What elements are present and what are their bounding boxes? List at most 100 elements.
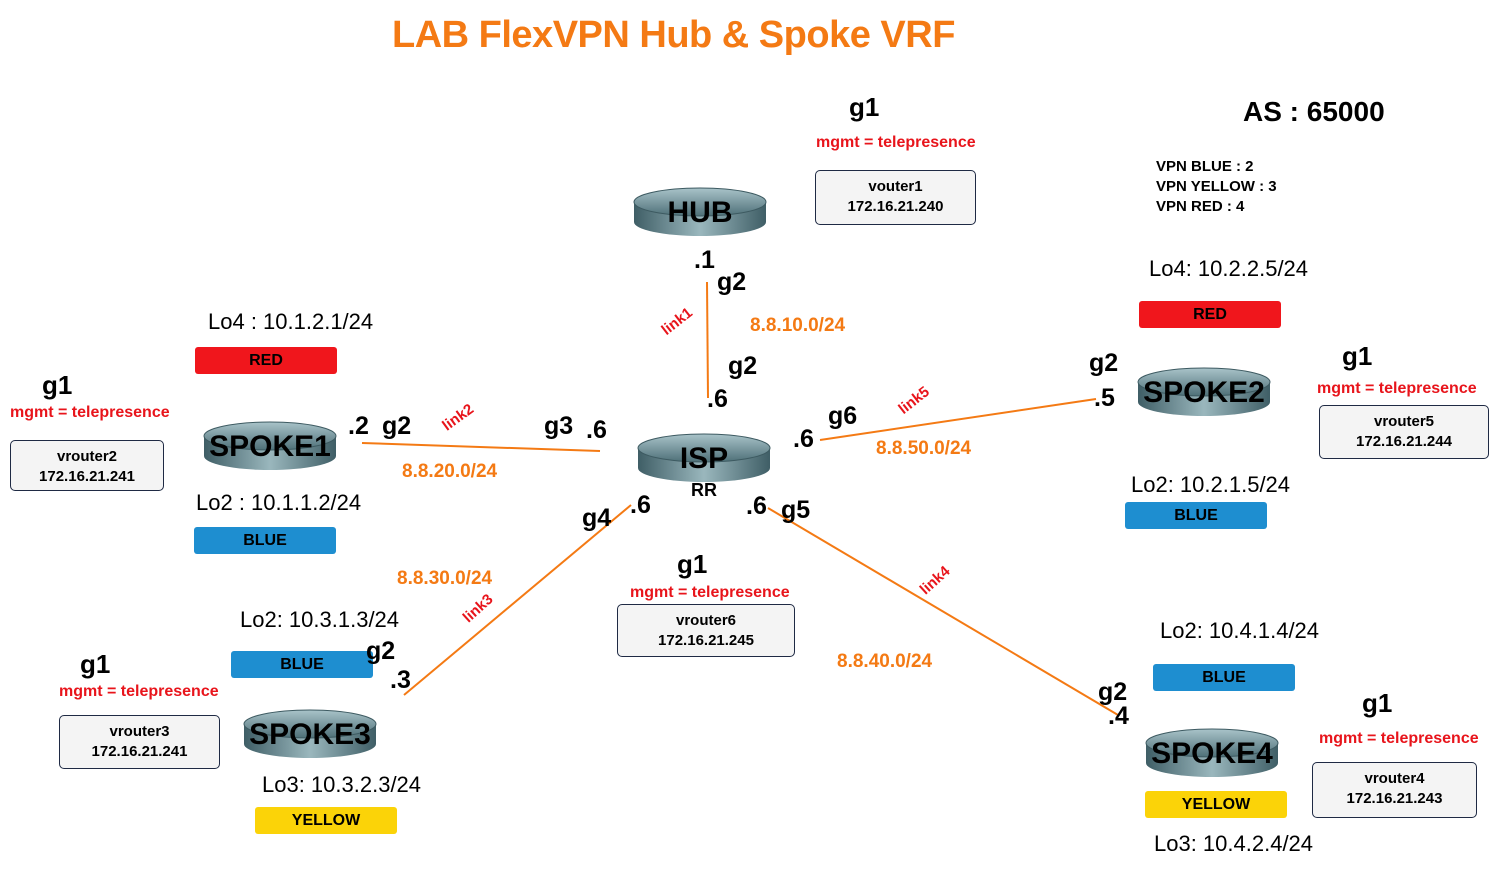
spoke3-vm-box: vrouter3 172.16.21.241 xyxy=(59,715,220,769)
spoke4-vm-ip: 172.16.21.243 xyxy=(1346,790,1443,807)
hub-mgmt-iface: g1 xyxy=(849,92,880,122)
router-icon xyxy=(243,709,377,758)
spoke4-name: SPOKE4 xyxy=(1151,737,1273,770)
spoke4-vm-name: vrouter4 xyxy=(1364,770,1425,787)
link5-isp-iface: g6 xyxy=(828,402,858,430)
spoke4-router[interactable]: SPOKE4 xyxy=(1144,727,1280,783)
spoke2-lo2-label: Lo2: 10.2.1.5/24 xyxy=(1131,472,1291,497)
spoke2-mgmt-label: mgmt = telepresence xyxy=(1317,380,1477,397)
isp-mgmt-label: mgmt = telepresence xyxy=(630,584,790,601)
link5-network: 8.8.50.0/24 xyxy=(876,438,972,459)
diagram-title: LAB FlexVPN Hub & Spoke VRF xyxy=(392,14,955,56)
spoke3-router[interactable]: SPOKE3 xyxy=(242,708,378,764)
spoke1-router[interactable]: SPOKE1 xyxy=(202,420,338,476)
link5-isp-addr: .6 xyxy=(793,425,814,453)
spoke3-lo2-label: Lo2: 10.3.1.3/24 xyxy=(240,607,400,632)
router-icon xyxy=(1137,367,1271,416)
spoke4-vm-box: vrouter4 172.16.21.243 xyxy=(1312,762,1477,818)
spoke1-vm-box: vrouter2 172.16.21.241 xyxy=(10,440,164,491)
spoke4-yellow-badge: YELLOW xyxy=(1145,791,1287,818)
spoke1-red-badge: RED xyxy=(195,347,337,374)
spoke1-vm-name: vrouter2 xyxy=(56,448,118,465)
spoke2-vm-box: vrouter5 172.16.21.244 xyxy=(1319,405,1489,459)
spoke2-lo4-label: Lo4: 10.2.2.5/24 xyxy=(1149,256,1309,281)
vpn-yellow-label: VPN YELLOW : 3 xyxy=(1156,178,1277,195)
spoke4-mgmt-label: mgmt = telepresence xyxy=(1319,730,1479,747)
link1-hub-iface: g2 xyxy=(717,268,747,296)
link3-line xyxy=(403,504,632,696)
spoke4-lo3-label: Lo3: 10.4.2.4/24 xyxy=(1154,831,1314,856)
spoke1-vm-ip: 172.16.21.241 xyxy=(39,468,135,485)
link2-line xyxy=(361,442,601,452)
link3-isp-iface: g4 xyxy=(582,504,612,532)
spoke2-router[interactable]: SPOKE2 xyxy=(1136,366,1272,422)
spoke1-mgmt-iface: g1 xyxy=(42,370,73,400)
spoke1-mgmt-label: mgmt = telepresence xyxy=(10,404,170,421)
link3-spoke3-iface: g2 xyxy=(366,637,396,665)
spoke3-yellow-badge: YELLOW xyxy=(255,807,397,834)
isp-vm-ip: 172.16.21.245 xyxy=(658,632,754,649)
spoke2-vm-name: vrouter5 xyxy=(1373,413,1435,430)
link4-line xyxy=(767,507,1119,716)
link3-spoke3-addr: .3 xyxy=(390,666,411,694)
spoke3-mgmt-label: mgmt = telepresence xyxy=(59,683,219,700)
link2-isp-iface: g3 xyxy=(544,412,574,440)
isp-name: ISP xyxy=(679,442,729,475)
link1-line xyxy=(706,281,709,399)
link5-spoke2-addr: .5 xyxy=(1094,384,1115,412)
link4-spoke4-addr: .4 xyxy=(1108,702,1129,730)
spoke1-lo2-label: Lo2 : 10.1.1.2/24 xyxy=(196,490,362,515)
spoke2-mgmt-iface: g1 xyxy=(1342,341,1373,371)
isp-mgmt-iface: g1 xyxy=(677,549,708,579)
link5-line xyxy=(819,398,1097,441)
link1-network: 8.8.10.0/24 xyxy=(750,315,846,336)
link2-network: 8.8.20.0/24 xyxy=(402,461,498,482)
spoke3-name: SPOKE3 xyxy=(249,718,371,751)
as-number-label: AS : 65000 xyxy=(1243,96,1385,127)
link2-isp-addr: .6 xyxy=(586,416,607,444)
link2-spoke1-addr: .2 xyxy=(348,412,369,440)
link1-isp-iface: g2 xyxy=(728,352,758,380)
spoke2-red-badge: RED xyxy=(1139,301,1281,328)
link4-isp-iface: g5 xyxy=(781,496,811,524)
router-icon xyxy=(1145,728,1279,777)
router-icon xyxy=(633,187,767,236)
link4-isp-addr: .6 xyxy=(746,492,767,520)
link1-isp-addr: .6 xyxy=(707,385,728,413)
vpn-blue-label: VPN BLUE : 2 xyxy=(1156,158,1254,175)
spoke3-vm-name: vrouter3 xyxy=(109,723,170,740)
spoke4-lo2-label: Lo2: 10.4.1.4/24 xyxy=(1160,618,1320,643)
hub-router[interactable]: HUB xyxy=(632,186,768,242)
hub-name: HUB xyxy=(667,196,733,229)
hub-mgmt-label: mgmt = telepresence xyxy=(816,134,976,151)
spoke4-mgmt-iface: g1 xyxy=(1362,688,1393,718)
hub-vm-box: vouter1 172.16.21.240 xyxy=(815,170,976,225)
router-icon xyxy=(637,433,771,482)
spoke2-blue-badge: BLUE xyxy=(1125,502,1267,529)
link3-isp-addr: .6 xyxy=(630,491,651,519)
router-icon xyxy=(203,421,337,470)
isp-vm-name: vrouter6 xyxy=(675,612,737,629)
spoke3-vm-ip: 172.16.21.241 xyxy=(91,743,188,760)
spoke3-lo3-label: Lo3: 10.3.2.3/24 xyxy=(262,772,422,797)
spoke3-mgmt-iface: g1 xyxy=(80,649,111,679)
link4-network: 8.8.40.0/24 xyxy=(837,651,933,672)
vpn-red-label: VPN RED : 4 xyxy=(1156,198,1245,215)
link4-spoke4-iface: g2 xyxy=(1098,678,1128,706)
spoke1-name: SPOKE1 xyxy=(209,430,331,463)
link2-spoke1-iface: g2 xyxy=(382,412,412,440)
spoke1-blue-badge: BLUE xyxy=(194,527,336,554)
spoke1-lo4-label: Lo4 : 10.1.2.1/24 xyxy=(208,309,374,334)
link5-spoke2-iface: g2 xyxy=(1089,349,1119,377)
spoke2-vm-ip: 172.16.21.244 xyxy=(1356,433,1452,450)
spoke2-name: SPOKE2 xyxy=(1143,376,1265,409)
spoke4-blue-badge: BLUE xyxy=(1153,664,1295,691)
isp-vm-box: vrouter6 172.16.21.245 xyxy=(617,604,795,657)
hub-vm-ip: 172.16.21.240 xyxy=(847,198,944,215)
isp-router[interactable]: ISP RR xyxy=(636,432,772,500)
link3-network: 8.8.30.0/24 xyxy=(397,568,493,589)
isp-rr-label: RR xyxy=(691,480,717,500)
link1-hub-addr: .1 xyxy=(694,246,715,274)
hub-vm-name: vouter1 xyxy=(868,178,923,195)
